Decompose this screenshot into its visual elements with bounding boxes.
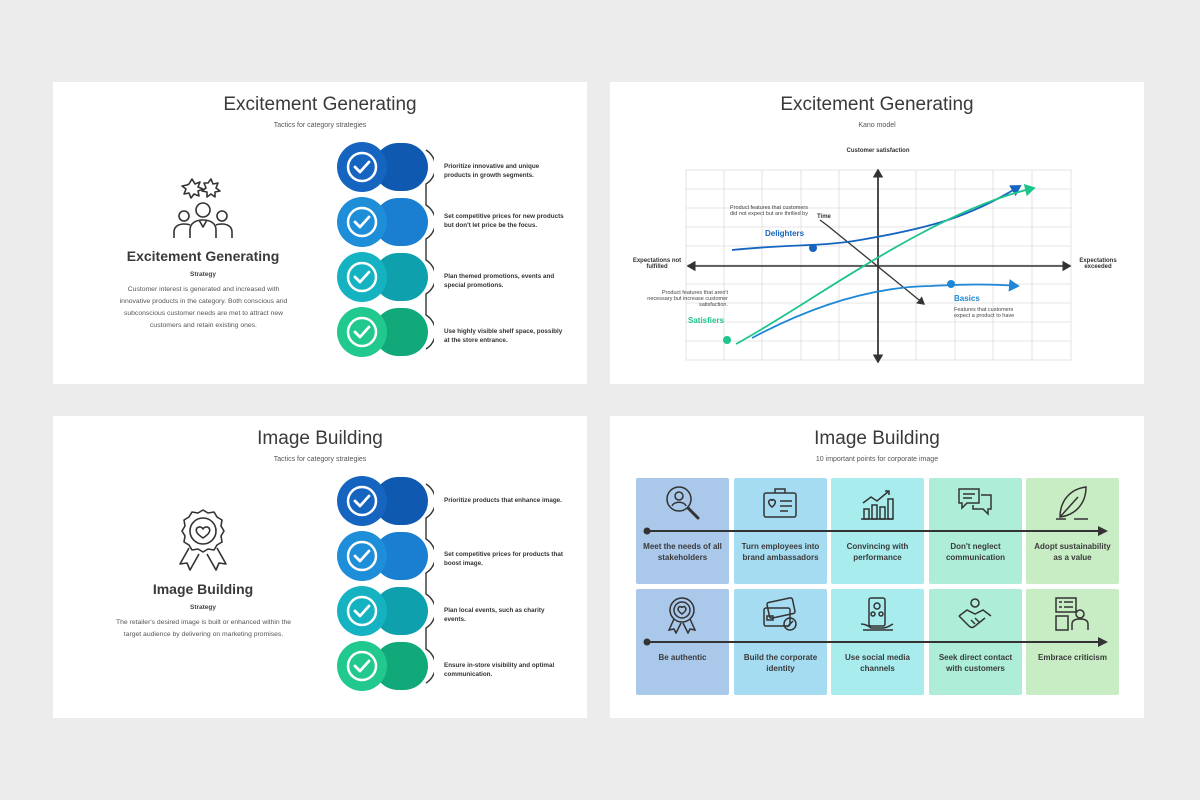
slide-subtitle: Kano model <box>858 122 896 129</box>
magnifier-user-icon <box>666 486 700 520</box>
step-pill-3 <box>374 253 428 301</box>
check-icon <box>337 476 387 526</box>
step-pill-2 <box>374 532 428 580</box>
growth-chart-icon <box>861 490 894 520</box>
tactic-text-1: Prioritize innovative and unique product… <box>444 163 540 180</box>
strategy-description: Customer interest is generated and incre… <box>119 286 288 329</box>
id-card-icon <box>763 488 797 518</box>
point-label: Be authentic <box>658 653 707 662</box>
slide-title: Excitement Generating <box>780 94 974 115</box>
step-pill-4 <box>374 642 428 690</box>
point-label: Adopt sustainability as a value <box>1034 542 1111 562</box>
time-arrow <box>827 225 926 305</box>
strategy-label: Strategy <box>189 271 216 278</box>
point-label: Meet the needs of all stakeholders <box>643 542 722 562</box>
point-label: Don't neglect communication <box>945 542 1006 562</box>
step-pill-2 <box>374 198 428 246</box>
badge-icon <box>667 597 697 634</box>
slide-image-tactics: Image Building Tactics for category stra… <box>53 416 587 718</box>
feedback-board-icon <box>1055 597 1089 631</box>
slide-title: Image Building <box>814 428 940 449</box>
strategy-label: Strategy <box>189 604 216 611</box>
row-connector-2 <box>646 641 1102 643</box>
check-step-chain <box>337 476 434 691</box>
people-excitement-icon <box>173 178 233 238</box>
point-label: Build the corporate identity <box>743 653 818 673</box>
phone-social-icon <box>860 597 894 631</box>
x-right-label: Expectations exceeded <box>1079 258 1117 270</box>
point-label: Turn employees into brand ambassadors <box>741 542 820 562</box>
check-icon <box>337 641 387 691</box>
slide-excitement-tactics: Excitement Generating Tactics for catego… <box>53 82 587 384</box>
leaf-icon <box>1056 486 1088 520</box>
slide-kano-model: Excitement Generating Kano model <box>610 82 1144 384</box>
strategy-heading: Excitement Generating <box>126 248 280 264</box>
slide-title: Excitement Generating <box>223 94 417 115</box>
step-pill-1 <box>374 477 428 525</box>
basics-label: Basics <box>954 294 980 303</box>
slide-subtitle: Tactics for category strategies <box>273 122 367 129</box>
step-pill-1 <box>374 143 428 191</box>
strategy-heading: Image Building <box>152 581 254 597</box>
tactic-text-3: Plan themed promotions, events and speci… <box>444 273 555 290</box>
slide-subtitle: Tactics for category strategies <box>273 456 367 463</box>
tactic-text-3: Plan local events, such as charity event… <box>444 607 545 624</box>
slide-subtitle: 10 important points for corporate image <box>815 456 939 463</box>
point-label: Convincing with performance <box>846 542 909 562</box>
tactic-text-4: Ensure in-store visibility and optimal c… <box>444 662 555 679</box>
x-left-label: Expectations not fulfilled <box>632 258 682 270</box>
tactic-text-1: Prioritize products that enhance image. <box>444 497 562 504</box>
check-icon <box>337 531 387 581</box>
check-icon <box>337 142 387 192</box>
basics-curve <box>751 279 1020 339</box>
slide-title: Image Building <box>257 428 383 449</box>
point-label: Embrace criticism <box>1038 653 1107 662</box>
row-connector-1 <box>646 530 1102 532</box>
step-pill-4 <box>374 308 428 356</box>
satisfiers-curve <box>735 183 1036 345</box>
cards-icon <box>763 597 797 631</box>
point-label: Seek direct contact with customers <box>938 653 1013 673</box>
handshake-icon <box>958 598 992 629</box>
check-icon <box>337 197 387 247</box>
delighters-note: Product features that customers did not … <box>730 205 808 217</box>
delighters-label: Delighters <box>765 229 805 238</box>
basics-note: Features that customers expect a product… <box>954 307 1015 319</box>
check-icon <box>337 252 387 302</box>
y-axis-label: Customer satisfaction <box>846 148 910 154</box>
chat-bubbles-icon <box>958 488 992 516</box>
kano-diagram <box>685 168 1072 364</box>
check-icon <box>337 586 387 636</box>
tactic-text-2: Set competitive prices for new products … <box>444 213 564 230</box>
tactic-text-4: Use highly visible shelf space, possibly… <box>444 328 563 345</box>
award-badge-icon <box>179 509 227 571</box>
delighters-curve <box>731 185 1022 251</box>
step-pill-3 <box>374 587 428 635</box>
check-step-chain <box>337 142 434 357</box>
satisfiers-label: Satisfiers <box>688 316 725 325</box>
strategy-description: The retailer's desired image is built or… <box>115 619 292 638</box>
check-icon <box>337 307 387 357</box>
time-label: Time <box>817 214 831 220</box>
satisfiers-note: Product features that aren't necessary b… <box>647 290 728 308</box>
tactic-text-2: Set competitive prices for products that… <box>444 551 563 568</box>
slide-image-points: Image Building 10 important points for c… <box>610 416 1144 718</box>
point-label: Use social media channels <box>845 653 910 673</box>
